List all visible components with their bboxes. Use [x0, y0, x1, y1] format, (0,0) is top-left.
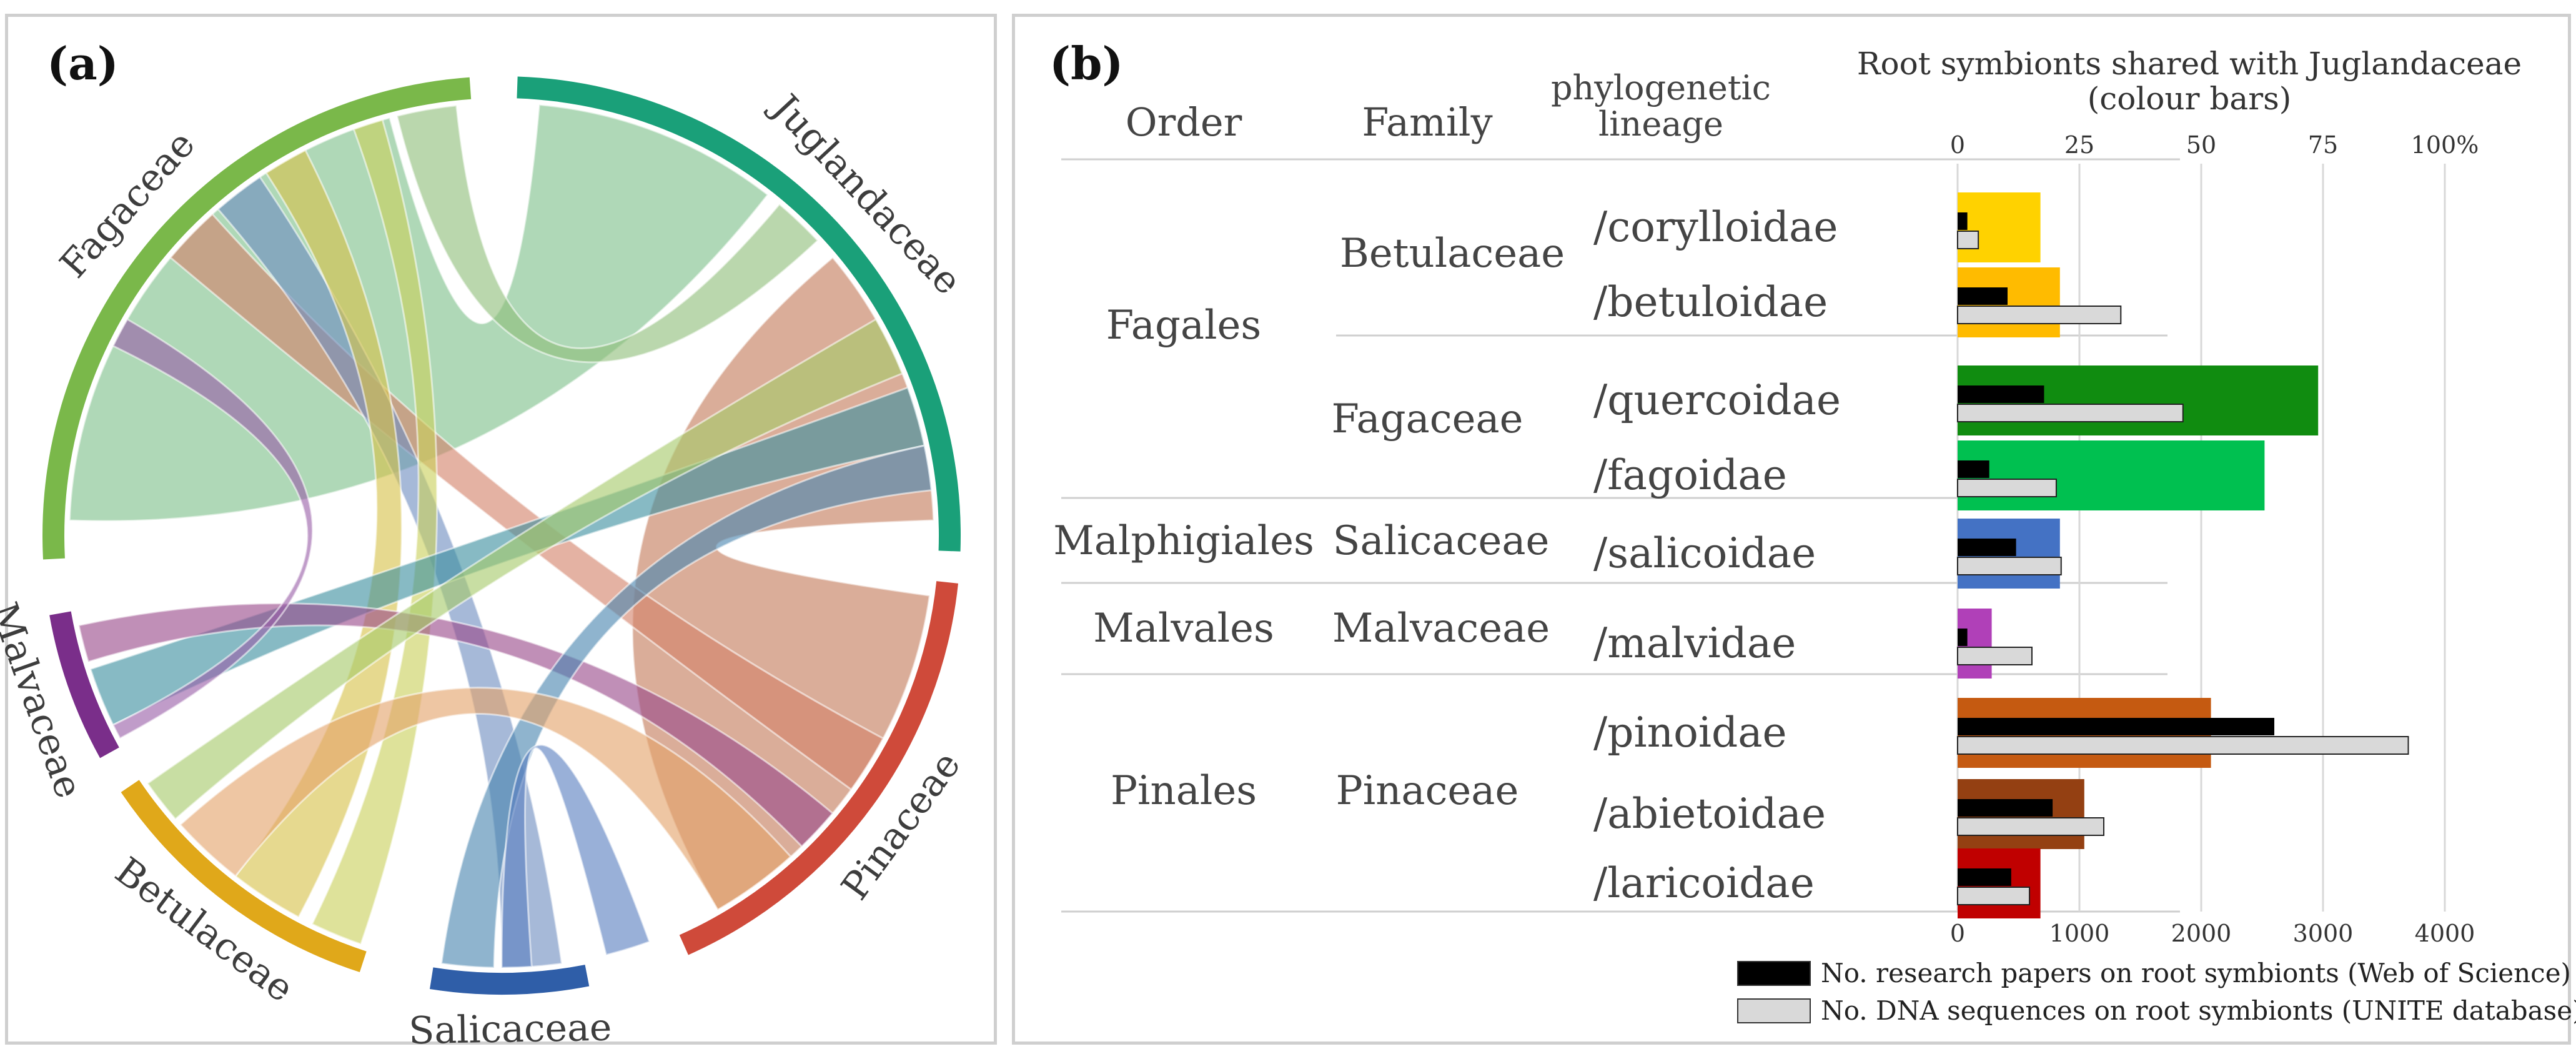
family-pinaceae: Pinaceae [1336, 768, 1519, 814]
top-tick-label: 75 [2308, 131, 2338, 159]
bar-chart: (b) Order Family phylogenetic lineage Ro… [1049, 37, 2576, 1026]
chord-link [146, 317, 904, 821]
chord-label-salicaceae: Salicaceae [409, 1006, 612, 1053]
papers-bar [1958, 385, 2044, 403]
order-pinales: Pinales [1111, 768, 1257, 814]
papers-bar [1958, 799, 2053, 817]
lineage-label: /malvidae [1593, 619, 1796, 667]
order-malvales: Malvales [1093, 605, 1274, 652]
top-tick-label: 100% [2411, 131, 2479, 159]
lineage-label: /salicoidae [1593, 529, 1816, 577]
bottom-tick-label: 1000 [2049, 920, 2110, 947]
papers-bar [1958, 868, 2011, 886]
order-malphigiales: Malphigiales [1053, 518, 1314, 564]
sequences-bar [1957, 736, 2409, 755]
bottom-tick-label: 2000 [2171, 920, 2232, 947]
papers-bar [1958, 629, 1968, 646]
papers-bar [1958, 539, 2016, 556]
chord-link [179, 687, 793, 912]
lineage-label: /betuloidae [1593, 278, 1828, 326]
header-lineage-line1: phylogenetic [1551, 68, 1771, 107]
chord-link [112, 317, 314, 740]
legend-swatch-sequences [1737, 998, 1811, 1023]
chord-arc-malvaceae [49, 611, 119, 758]
order-fagales: Fagales [1106, 302, 1262, 349]
lineage-label: /quercoidae [1593, 376, 1841, 424]
lineage-label: /laricoidae [1593, 859, 1815, 907]
family-betulaceae: Betulaceae [1340, 231, 1565, 277]
panel-a-label: (a) [47, 37, 119, 90]
chart-title-line2: (colour bars) [2088, 81, 2292, 117]
lineage-label: /fagoidae [1593, 451, 1787, 499]
legend-swatch-papers [1737, 961, 1811, 986]
family-salicaceae: Salicaceae [1333, 518, 1550, 564]
lineage-label: /pinoidae [1593, 708, 1787, 757]
chord-arc-betulaceae [121, 780, 367, 973]
chord-link [500, 744, 651, 969]
bottom-tick-label: 3000 [2293, 920, 2354, 947]
header-family: Family [1362, 99, 1492, 145]
chart-title-line1: Root symbionts shared with Juglandaceae [1857, 46, 2522, 82]
top-tick-label: 50 [2186, 131, 2216, 159]
lineage-label: /corylloidae [1593, 203, 1838, 251]
top-tick-label: 25 [2064, 131, 2094, 159]
chord-arc-salicaceae [430, 965, 590, 995]
sequences-bar [1957, 557, 2062, 575]
panel-b-label: (b) [1049, 37, 1123, 90]
legend-label-papers: No. research papers on root symbionts (W… [1821, 958, 2571, 988]
lineage-label: /abietoidae [1593, 790, 1826, 838]
shared-bar [1958, 192, 2041, 262]
sequences-bar [1957, 887, 2031, 905]
top-tick-label: 0 [1950, 131, 1965, 159]
sequences-bar [1957, 479, 2057, 497]
papers-bar [1958, 212, 1968, 230]
family-malvaceae: Malvaceae [1332, 605, 1550, 652]
papers-bar [1958, 718, 2274, 735]
papers-bar [1958, 287, 2008, 305]
sequences-bar [1957, 647, 2033, 665]
bottom-tick-label: 0 [1950, 920, 1965, 947]
panel-b: (b) Order Family phylogenetic lineage Ro… [1012, 14, 2576, 1045]
legend-label-sequences: No. DNA sequences on root symbionts (UNI… [1821, 995, 2576, 1026]
sequences-bar [1957, 817, 2104, 836]
chord-link [310, 118, 438, 946]
shared-bar [1958, 440, 2265, 510]
papers-bar [1958, 460, 1989, 478]
sequences-bar [1957, 306, 2122, 324]
chord-link [395, 104, 820, 364]
chord-diagram: (a) JuglandaceaePinaceaeSalicaceaeBetula… [0, 37, 970, 1053]
sequences-bar [1957, 404, 2184, 422]
bottom-tick-label: 4000 [2415, 920, 2475, 947]
sequences-bar [1957, 231, 1979, 249]
family-fagaceae: Fagaceae [1331, 396, 1523, 442]
header-lineage-line2: lineage [1598, 104, 1723, 144]
header-order: Order [1126, 99, 1242, 145]
